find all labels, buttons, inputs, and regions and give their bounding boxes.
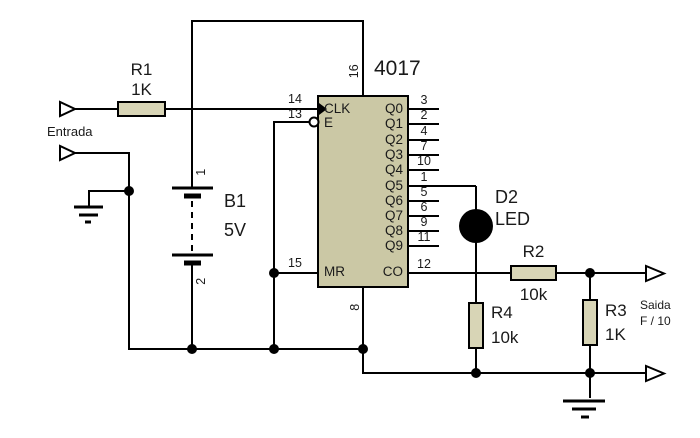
output-connector[interactable] [645, 264, 667, 283]
d2-ref: D2 [495, 187, 519, 207]
ic-pin-number-q4: 10 [417, 154, 431, 168]
output-sublabel: F / 10 [640, 314, 671, 328]
ic-pin-8-number: 8 [347, 303, 362, 311]
b1-value: 5V [224, 220, 247, 240]
r1-ref: R1 [130, 60, 153, 79]
wire-segments [75, 20, 646, 398]
ic-pin-number-q7: 6 [420, 200, 428, 214]
resistor-r4-body[interactable] [468, 302, 484, 349]
ic-pin-label-q8: Q8 [384, 223, 403, 238]
b1-pin-top-number: 1 [193, 168, 208, 176]
ic-pin-label-clk: CLK [324, 101, 351, 116]
ic-pin-label-co: CO [382, 264, 403, 279]
d2-value: LED [495, 209, 531, 229]
r4-value: 10k [491, 328, 519, 347]
ic-pin-number-q8: 9 [420, 215, 428, 229]
r3-value: 1K [605, 325, 626, 344]
ic-pin-label-q4: Q4 [384, 162, 403, 177]
ic-pin-label-q0: Q0 [384, 101, 403, 116]
ic-pin-16-number: 16 [346, 64, 361, 79]
junction-dots [124, 186, 595, 378]
r4-ref: R4 [491, 303, 513, 322]
input-connector[interactable] [59, 144, 78, 162]
ic-pin-label-q2: Q2 [384, 132, 403, 147]
ic-pin-label-q9: Q9 [384, 238, 403, 253]
active-low-bubble-icon [308, 116, 320, 128]
ic-pin-number-q6: 5 [420, 185, 428, 199]
resistor-r3-body[interactable] [582, 299, 598, 346]
clock-input-wedge-icon [319, 103, 327, 115]
ic-pin-number-q1: 2 [420, 108, 428, 122]
b1-pin-bottom-number: 2 [193, 277, 208, 285]
ground-symbol [74, 205, 103, 224]
ic-pin-number-co: 12 [417, 257, 431, 271]
input-connector[interactable] [59, 100, 78, 118]
ic-pin-label-q3: Q3 [384, 147, 403, 162]
ic-pin-number-q3: 7 [420, 139, 428, 153]
r3-ref: R3 [605, 301, 627, 320]
resistor-r1-body[interactable] [117, 101, 166, 117]
ic-pin-number-q9: 11 [417, 230, 431, 244]
ic-pin-label-mr: MR [324, 264, 345, 279]
ic-pin-number-q2: 4 [420, 124, 428, 138]
led-d2-symbol[interactable] [459, 209, 493, 243]
resistor-r2-body[interactable] [510, 265, 557, 281]
b1-ref: B1 [224, 191, 247, 211]
ground-symbol [563, 399, 605, 419]
ic-pin-label-q5: Q5 [384, 178, 403, 193]
ic-pin-number-e: 13 [288, 107, 302, 121]
ic-pin-number-mr: 15 [288, 256, 302, 270]
ic-pin-label-q1: Q1 [384, 116, 403, 131]
ic-pin-label-e: E [324, 115, 334, 130]
r1-value: 1K [131, 80, 152, 99]
output-connector[interactable] [645, 364, 667, 383]
ic-pin-label-q6: Q6 [384, 193, 403, 208]
r2-value: 10k [519, 285, 548, 304]
ic-part-number: 4017 [374, 57, 421, 80]
ic-4017-body[interactable] [317, 95, 409, 288]
input-label: Entrada [47, 124, 93, 139]
ic-pin-number-q5: 1 [420, 170, 428, 184]
output-label: Saida [640, 298, 671, 312]
r2-ref: R2 [522, 242, 545, 261]
ic-pin-label-q7: Q7 [384, 208, 403, 223]
ic-pin-number-q0: 3 [420, 93, 428, 107]
battery-symbol[interactable] [172, 186, 213, 266]
ic-pin-number-clk: 14 [288, 92, 302, 106]
